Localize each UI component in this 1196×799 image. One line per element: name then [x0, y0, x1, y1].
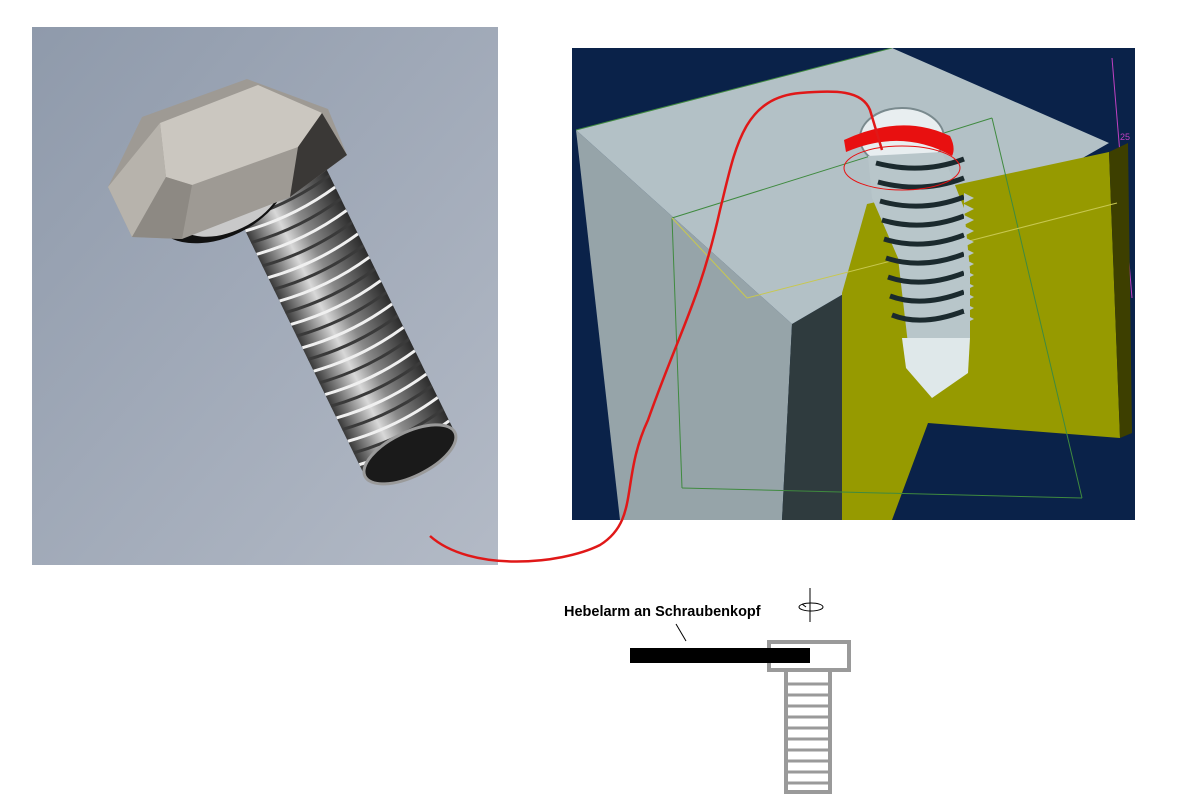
cut-thread-tooth: [964, 314, 974, 324]
cut-thread-tooth: [964, 237, 974, 247]
cut-thread-tooth: [964, 281, 974, 291]
cut-thread-tooth: [964, 292, 974, 302]
cut-thread-tooth: [964, 193, 974, 203]
lever-arm-bar: [630, 648, 810, 663]
bolt-thread-ridge: [313, 326, 405, 373]
bolt-hex-head: [108, 79, 347, 239]
bolt-thread-ridge: [256, 209, 348, 256]
cutaway-thread-groove: [885, 251, 965, 266]
bolt-thread-ridge: [267, 232, 359, 280]
schematic-screw-head: [767, 640, 851, 672]
cad-cutaway-panel: 25: [572, 48, 1135, 520]
bolt-thread-ridge: [279, 255, 371, 303]
cut-thread-tooth: [964, 259, 974, 269]
bolt-thread-ridge: [290, 279, 382, 326]
bolt-thread-ridge: [273, 244, 365, 291]
cut-thread-tooth: [964, 248, 974, 258]
lever-arm-caption: Hebelarm an Schraubenkopf: [564, 604, 761, 620]
bolt-render-icon: [32, 27, 498, 565]
cut-thread-tooth: [964, 204, 974, 214]
bolt-render-panel: [32, 27, 498, 565]
bolt-thread-ridge: [307, 314, 399, 361]
bolt-thread-ridge: [296, 291, 388, 338]
cut-thread-tooth: [964, 226, 974, 236]
cutaway-thread-groove: [875, 156, 965, 171]
bolt-thread-ridge: [324, 349, 416, 396]
cutaway-thread-groove: [883, 232, 965, 247]
bolt-thread-ridge: [318, 337, 411, 385]
cutaway-thread-groove: [891, 308, 965, 323]
cutaway-thread-groove: [889, 289, 965, 304]
bolt-thread-ridge: [250, 197, 342, 245]
bolt-thread-ridge: [301, 302, 394, 350]
cutaway-screw: [843, 125, 970, 398]
schematic-screw-shank: [784, 668, 832, 794]
bolt-thread-ridge: [341, 384, 433, 432]
rotation-axis-icon: [798, 588, 824, 622]
dimension-mark: 25: [1120, 132, 1130, 142]
threaded-hole-cutaway-icon: 25: [572, 48, 1135, 520]
cutaway-thread-groove: [877, 175, 965, 190]
bolt-thread-ridge: [284, 267, 376, 315]
cutaway-thread-groove: [887, 270, 965, 285]
bolt-thread-ridge: [330, 361, 422, 408]
bolt-thread-ridge: [261, 220, 354, 268]
bolt-thread-ridge: [347, 396, 439, 443]
bolt-thread-ridge: [244, 185, 337, 233]
cutaway-thread-groove: [879, 194, 965, 209]
lever-arm-schematic: [630, 640, 851, 794]
bolt-thread-ridge: [336, 372, 428, 420]
caption-leader: [675, 623, 687, 642]
cutaway-thread-groove: [881, 213, 965, 228]
cut-thread-tooth: [964, 215, 974, 225]
cut-thread-tooth: [964, 270, 974, 280]
cut-thread-tooth: [964, 303, 974, 313]
